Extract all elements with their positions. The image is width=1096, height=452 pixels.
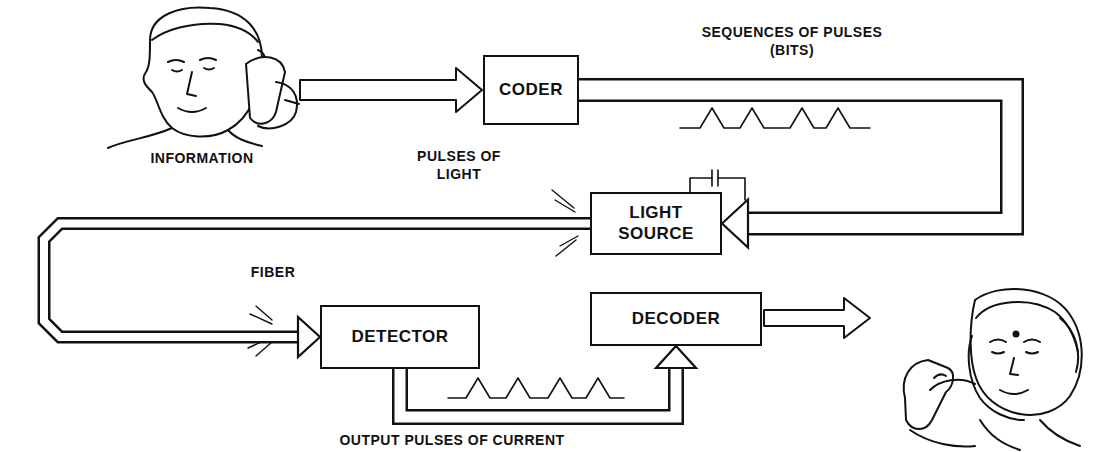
woman-illustration (904, 289, 1082, 450)
output-arrow (764, 298, 870, 338)
arrow-head (656, 346, 696, 368)
box-label: LIGHT SOURCE (603, 203, 709, 244)
connector-outline (400, 368, 676, 417)
connector-outline (44, 224, 590, 338)
arrow-head (298, 317, 320, 357)
man-illustration (108, 7, 299, 148)
caption-label: OUTPUT PULSES OF CURRENT (290, 432, 614, 450)
box-label: DECODER (632, 309, 721, 329)
box-label: CODER (499, 80, 563, 100)
caption-label: INFORMATION (115, 150, 289, 168)
input-arrow (300, 68, 482, 112)
process-box: DETECTOR (320, 305, 480, 369)
caption-label: SEQUENCES OF PULSES (BITS) (690, 24, 894, 59)
box-label: DETECTOR (351, 327, 448, 347)
process-box: LIGHT SOURCE (590, 192, 722, 255)
signal-arrow (579, 90, 1012, 248)
process-box: CODER (483, 55, 579, 125)
optical-fiber (44, 224, 590, 358)
caption-label: PULSES OF LIGHT (402, 148, 516, 183)
process-box: DECODER (590, 292, 762, 346)
connector-fill (44, 224, 590, 338)
arrow-head (722, 200, 748, 248)
connector-fill (400, 368, 676, 417)
caption-label: FIBER (236, 264, 310, 282)
